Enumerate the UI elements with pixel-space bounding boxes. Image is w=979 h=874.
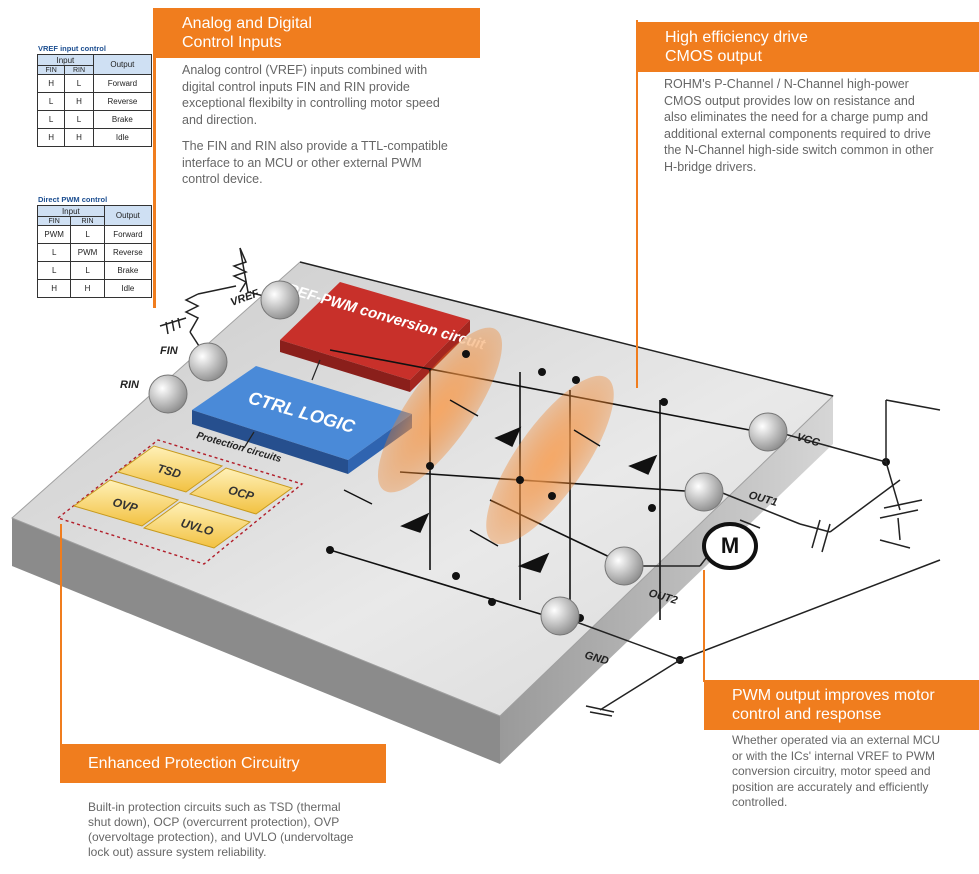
external-wiring-right [559,399,941,717]
pin-fin [188,342,228,382]
vref-fin-header: FIN [36,65,66,75]
pwm-output-header: Output [103,205,153,226]
chip-front-face [12,518,500,764]
pin-gnd [540,596,580,636]
uvlo-block: UVLO [142,501,252,549]
svg-text:M: M [721,533,739,558]
vref-output-header: Output [92,54,153,75]
chip-right-face [500,396,833,764]
pin-out1 [684,472,724,512]
pin-rin-label: RIN [120,379,140,391]
pin-rin [148,374,188,414]
protection-outline [56,439,304,565]
protection-text: Built-in protection circuits such as TSD… [88,800,354,859]
tsd-block: TSD [116,445,224,493]
connector-cmos [636,20,638,388]
protection-header: Enhanced Protection Circuitry [60,744,386,783]
pin-fin-label: FIN [160,345,179,357]
h-bridge-circuit [329,349,761,621]
connector-pwm [703,570,705,682]
ovp-block: OVP [72,479,180,527]
svg-text:OVP: OVP [111,495,140,516]
pin-vcc [748,412,788,452]
vref-pwm-block: VREF-PWM conversion circuit [276,278,488,392]
pwm-output-header: PWM output improves motor control and re… [704,680,979,730]
connector-analog [153,8,156,308]
motor-symbol: M [702,522,758,570]
cmos-glow-right [486,375,614,545]
pin-vref [260,280,300,320]
analog-text: Analog control (VREF) inputs combined wi… [182,63,448,186]
pwm-fin-header: FIN [36,216,72,226]
connector-protection [60,524,62,746]
transistor-diodes [343,399,658,573]
vref-input-header: Input [37,54,94,66]
pwm-rin-header: RIN [70,216,105,226]
vref-rin-header: RIN [64,65,94,75]
external-wiring-left [159,247,834,397]
ocp-block: OCP [188,467,294,515]
chip-pins [148,280,788,636]
cmos-header: High efficiency drive CMOS output [637,22,979,72]
analog-header: Analog and Digital Control Inputs [154,8,480,58]
pwm-input-header: Input [37,205,105,217]
pin-out2 [604,546,644,586]
pwm-table-title: Direct PWM control [38,195,108,204]
svg-text:TSD: TSD [156,461,183,481]
vref-table-title: VREF input control [38,44,106,53]
cmos-glow-left [377,327,503,493]
